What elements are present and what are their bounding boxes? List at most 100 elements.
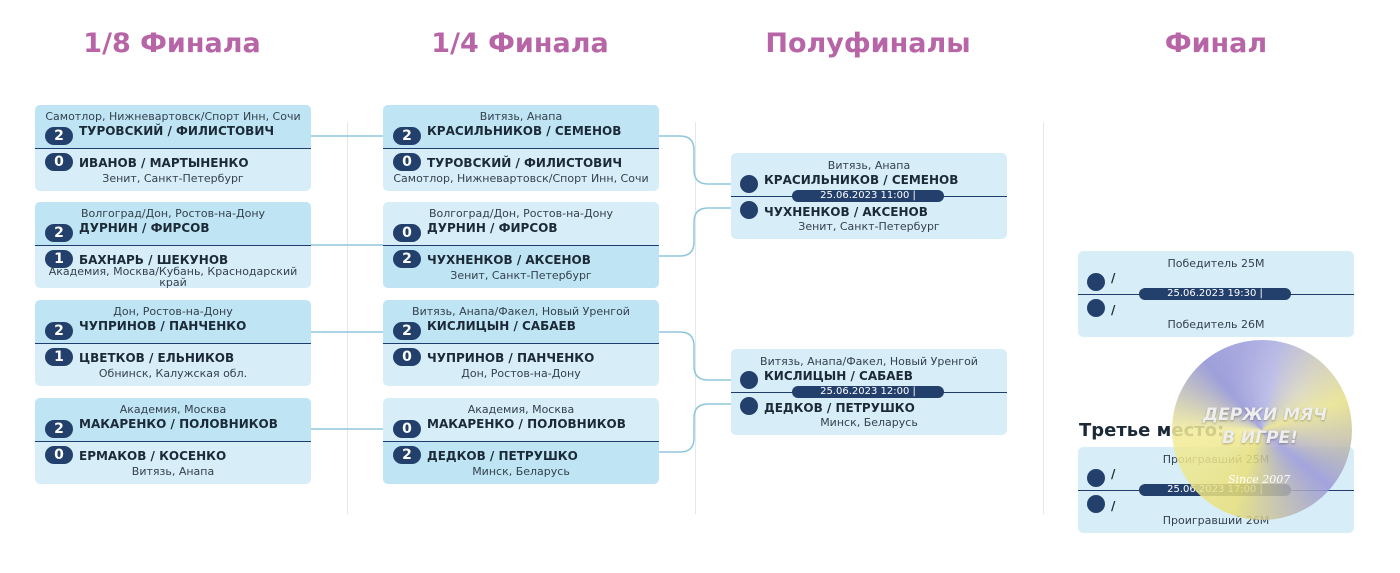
winner-highlight [383, 245, 659, 288]
watermark-line1: ДЕРЖИ МЯЧ [1203, 405, 1327, 425]
match-separator [383, 148, 659, 149]
team2-name[interactable]: ЧУПРИНОВ / ПАНЧЕНКО [427, 351, 595, 365]
round-title-r16: 1/8 Финала [83, 28, 261, 59]
team1-name[interactable]: ДУРНИН / ФИРСОВ [79, 221, 210, 235]
team1-marker [740, 371, 758, 389]
team2-name[interactable]: ЦВЕТКОВ / ЕЛЬНИКОВ [79, 351, 235, 365]
team1-name[interactable]: МАКАРЕНКО / ПОЛОВНИКОВ [79, 417, 278, 431]
match-qf-1[interactable]: Витязь, Анапа 2 КРАСИЛЬНИКОВ / СЕМЕНОВ 0… [383, 105, 659, 191]
match-separator [35, 343, 311, 344]
match-separator [383, 441, 659, 442]
team2-score: 0 [393, 348, 421, 366]
team2-city: Минск, Беларусь [820, 416, 918, 429]
team1-city: Академия, Москва [467, 403, 575, 416]
team2-city: Академия, Москва/Кубань, Краснодарский к… [48, 265, 298, 288]
team2-score: 1 [45, 250, 73, 268]
team1-name[interactable]: МАКАРЕНКО / ПОЛОВНИКОВ [427, 417, 626, 431]
match-separator [35, 245, 311, 246]
round-title-sf: Полуфиналы [765, 28, 971, 59]
team1-name[interactable]: КИСЛИЦЫН / САБАЕВ [427, 319, 576, 333]
team1-city: Витязь, Анапа [827, 159, 911, 172]
match-final[interactable]: Победитель 25M / 25.06.2023 19:30 | / По… [1078, 251, 1354, 337]
team1-name[interactable]: КРАСИЛЬНИКОВ / СЕМЕНОВ [764, 173, 959, 187]
team2-score: 2 [393, 446, 421, 464]
team1-score: 0 [393, 224, 421, 242]
team2-name[interactable]: ДЕДКОВ / ПЕТРУШКО [427, 449, 578, 463]
match-sf-2[interactable]: Витязь, Анапа/Факел, Новый Уренгой КИСЛИ… [731, 349, 1007, 435]
team2-marker [740, 201, 758, 219]
team1-source: Победитель 25M [1167, 257, 1265, 270]
team2-city: Зенит, Санкт-Петербург [102, 172, 244, 185]
team2-marker [1087, 299, 1105, 317]
winner-highlight [35, 105, 311, 148]
team1-marker [740, 175, 758, 193]
team2-city: Зенит, Санкт-Петербург [450, 269, 592, 282]
team1-city: Самотлор, Нижневартовск/Спорт Инн, Сочи [45, 110, 301, 123]
volleyball-logo-icon [1172, 340, 1352, 520]
team2-name[interactable]: БАХНАРЬ / ШЕКУНОВ [79, 253, 229, 267]
match-r16-4[interactable]: Академия, Москва 2 МАКАРЕНКО / ПОЛОВНИКО… [35, 398, 311, 484]
team2-score: 1 [45, 348, 73, 366]
team1-marker [1087, 469, 1105, 487]
team2-score: 0 [45, 153, 73, 171]
team2-name[interactable]: / [1111, 303, 1116, 317]
team2-score: 0 [45, 446, 73, 464]
round-title-qf: 1/4 Финала [431, 28, 609, 59]
team1-score: 2 [45, 322, 73, 340]
team1-name[interactable]: КРАСИЛЬНИКОВ / СЕМЕНОВ [427, 124, 622, 138]
team1-city: Волгоград/Дон, Ростов-на-Дону [428, 207, 614, 220]
match-r16-2[interactable]: Волгоград/Дон, Ростов-на-Дону 2 ДУРНИН /… [35, 202, 311, 288]
team2-marker [1087, 495, 1105, 513]
team2-name[interactable]: / [1111, 499, 1116, 513]
team1-name[interactable]: ДУРНИН / ФИРСОВ [427, 221, 558, 235]
team1-city: Витязь, Анапа/Факел, Новый Уренгой [760, 355, 978, 368]
winner-highlight [35, 300, 311, 343]
winner-highlight [383, 105, 659, 148]
team1-marker [1087, 273, 1105, 291]
match-qf-4[interactable]: Академия, Москва 0 МАКАРЕНКО / ПОЛОВНИКО… [383, 398, 659, 484]
match-datetime: 25.06.2023 12:00 | [792, 386, 944, 398]
team2-name[interactable]: ЕРМАКОВ / КОСЕНКО [79, 449, 227, 463]
match-datetime: 25.06.2023 11:00 | [792, 190, 944, 202]
team2-source: Проигравший 26M [1162, 514, 1270, 527]
team2-marker [740, 397, 758, 415]
match-separator [383, 343, 659, 344]
match-qf-3[interactable]: Витязь, Анапа/Факел, Новый Уренгой 2 КИС… [383, 300, 659, 386]
team1-name[interactable]: / [1111, 271, 1116, 285]
team2-name[interactable]: ТУРОВСКИЙ / ФИЛИСТОВИЧ [427, 156, 623, 170]
team1-name[interactable]: КИСЛИЦЫН / САБАЕВ [764, 369, 913, 383]
match-separator [383, 245, 659, 246]
match-r16-3[interactable]: Дон, Ростов-на-Дону 2 ЧУПРИНОВ / ПАНЧЕНК… [35, 300, 311, 386]
team1-city: Волгоград/Дон, Ростов-на-Дону [80, 207, 266, 220]
team1-score: 2 [45, 127, 73, 145]
team1-city: Академия, Москва [119, 403, 227, 416]
team2-city: Минск, Беларусь [472, 465, 570, 478]
match-r16-1[interactable]: Самотлор, Нижневартовск/Спорт Инн, Сочи … [35, 105, 311, 191]
watermark-line2: В ИГРЕ! [1222, 428, 1298, 448]
column-divider [347, 122, 348, 514]
team2-name[interactable]: ЧУХНЕНКОВ / АКСЕНОВ [764, 205, 928, 219]
team1-city: Витязь, Анапа [479, 110, 563, 123]
match-sf-1[interactable]: Витязь, Анапа КРАСИЛЬНИКОВ / СЕМЕНОВ 25.… [731, 153, 1007, 239]
team2-city: Витязь, Анапа [131, 465, 215, 478]
team2-name[interactable]: ЧУХНЕНКОВ / АКСЕНОВ [427, 253, 591, 267]
team2-name[interactable]: ИВАНОВ / МАРТЫНЕНКО [79, 156, 249, 170]
match-separator [35, 441, 311, 442]
team1-score: 2 [45, 420, 73, 438]
team1-city: Дон, Ростов-на-Дону [113, 305, 233, 318]
team1-name[interactable]: ТУРОВСКИЙ / ФИЛИСТОВИЧ [79, 124, 275, 138]
team1-name[interactable]: ЧУПРИНОВ / ПАНЧЕНКО [79, 319, 247, 333]
team1-score: 2 [393, 127, 421, 145]
column-divider [695, 122, 696, 514]
watermark-since: Since 2007 [1228, 473, 1291, 486]
team1-score: 2 [45, 224, 73, 242]
team1-score: 2 [393, 322, 421, 340]
match-datetime: 25.06.2023 19:30 | [1139, 288, 1291, 300]
winner-highlight [35, 202, 311, 245]
match-separator [35, 148, 311, 149]
team2-city: Дон, Ростов-на-Дону [461, 367, 581, 380]
team1-name[interactable]: / [1111, 467, 1116, 481]
team2-name[interactable]: ДЕДКОВ / ПЕТРУШКО [764, 401, 915, 415]
match-qf-2[interactable]: Волгоград/Дон, Ростов-на-Дону 0 ДУРНИН /… [383, 202, 659, 288]
winner-highlight [383, 300, 659, 343]
